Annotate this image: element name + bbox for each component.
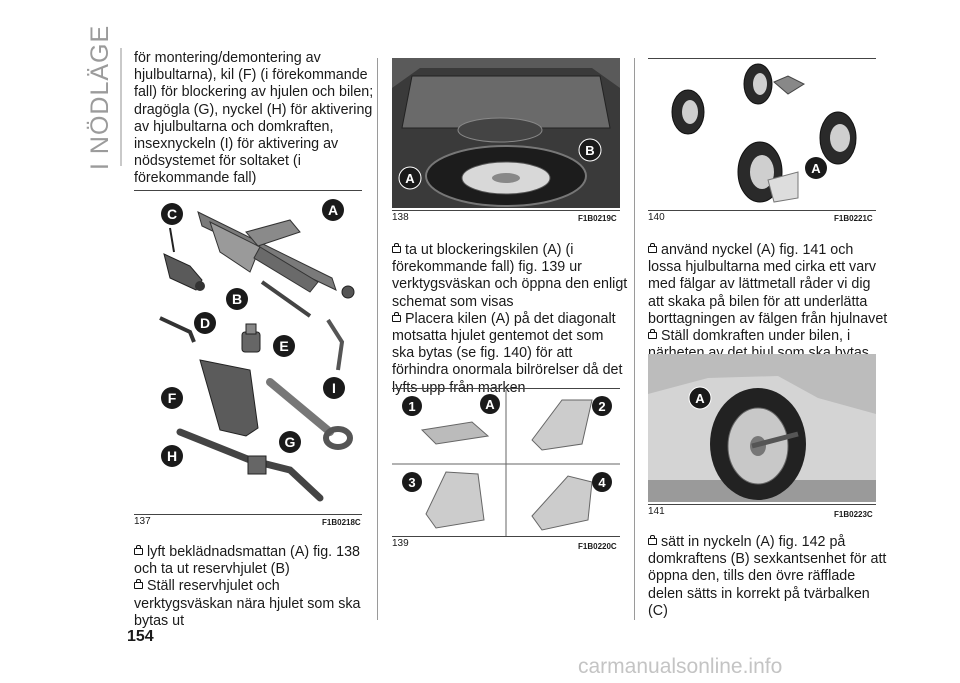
figure-138-code: F1B0219C xyxy=(578,214,617,223)
car-icon xyxy=(392,243,401,253)
figure-139-bottom-rule xyxy=(392,536,620,537)
figure-138-bottom-rule xyxy=(392,210,620,211)
label-a: A xyxy=(485,397,495,412)
figure-140-bottom-rule xyxy=(648,210,876,211)
figure-139-number: 139 xyxy=(392,538,409,549)
figure-139-wedge-steps: 1 A 2 3 4 xyxy=(392,390,620,536)
column-divider-2 xyxy=(634,58,635,620)
screwdriver-illustration xyxy=(260,280,312,318)
watermark: carmanualsonline.info xyxy=(578,655,783,678)
label-e: E xyxy=(279,338,288,354)
column-1: för montering/demontering av hjulbultarn… xyxy=(134,50,374,188)
column-1-steps: lyft beklädnadsmattan (A) fig. 138 och t… xyxy=(134,544,374,630)
car-icon xyxy=(648,535,657,545)
section-title-text: I NÖDLÄGE xyxy=(86,24,114,170)
bolt-illustration xyxy=(241,323,261,353)
section-title: I NÖDLÄGE xyxy=(82,25,114,172)
label-d: D xyxy=(200,315,210,331)
wheel-wrench-illustration xyxy=(176,428,324,502)
figure-141-wrench-on-wheel: A xyxy=(648,354,876,502)
figure-139-code: F1B0220C xyxy=(578,542,617,551)
figure-139-top-rule xyxy=(392,388,620,389)
col3-step-3: sätt in nyckeln (A) fig. 142 på domkraft… xyxy=(648,534,887,619)
figure-140-number: 140 xyxy=(648,212,665,223)
page-number: 154 xyxy=(127,628,154,645)
step-number-1: 1 xyxy=(408,399,415,414)
step-number-3: 3 xyxy=(408,475,415,490)
col2-step-1: ta ut blockeringskilen (A) (i förekomman… xyxy=(392,242,628,310)
label-a: A xyxy=(811,161,821,176)
label-c: C xyxy=(167,206,177,222)
allen-key-illustration xyxy=(326,318,345,371)
label-a: A xyxy=(405,171,415,186)
column-2-steps: ta ut blockeringskilen (A) (i förekomman… xyxy=(392,242,628,397)
label-g: G xyxy=(285,434,296,450)
figure-137-number: 137 xyxy=(134,516,151,527)
figure-140-wheels: A xyxy=(648,62,876,208)
section-rule xyxy=(120,48,122,166)
label-i: I xyxy=(332,380,336,396)
figure-137-bottom-rule xyxy=(134,514,362,515)
column-3-steps-bottom: sätt in nyckeln (A) fig. 142 på domkraft… xyxy=(648,534,888,620)
figure-138-number: 138 xyxy=(392,212,409,223)
car-icon xyxy=(648,329,657,340)
column-divider-1 xyxy=(377,58,378,620)
car-icon xyxy=(392,311,401,322)
label-a: A xyxy=(695,391,705,406)
figure-141-number: 141 xyxy=(648,506,665,517)
label-h: H xyxy=(167,448,177,464)
col1-step-1: lyft beklädnadsmattan (A) fig. 138 och t… xyxy=(134,544,360,578)
socket-adapter-illustration xyxy=(163,227,205,291)
figure-137-code: F1B0218C xyxy=(322,518,361,527)
figure-138-spare-wheel: A B xyxy=(392,58,620,208)
label-b: B xyxy=(585,143,594,158)
hex-key-illustration xyxy=(159,316,196,343)
col1-step-2: Ställ reservhjulet och verktygsväskan nä… xyxy=(134,578,361,629)
label-b: B xyxy=(232,291,242,307)
figure-140-top-rule xyxy=(648,58,876,59)
figure-137-top-rule xyxy=(134,190,362,191)
col3-step-1: använd nyckel (A) fig. 141 och lossa hju… xyxy=(648,242,888,327)
col1-intro: för montering/demontering av hjulbultarn… xyxy=(134,50,374,187)
wedge-illustration xyxy=(199,359,259,437)
car-icon xyxy=(648,243,657,253)
figure-141-bottom-rule xyxy=(648,504,876,505)
label-f: F xyxy=(168,390,177,406)
car-icon xyxy=(134,545,143,555)
label-a: A xyxy=(328,202,338,218)
step-number-2: 2 xyxy=(598,399,605,414)
step-number-4: 4 xyxy=(598,475,606,490)
figure-141-code: F1B0223C xyxy=(834,510,873,519)
jack-illustration xyxy=(197,211,355,299)
car-icon xyxy=(134,579,143,590)
towing-eye-illustration xyxy=(266,378,353,450)
col2-step-2: Placera kilen (A) på det diagonalt motsa… xyxy=(392,310,623,396)
figure-137-tools: A B C D E F G H I xyxy=(150,192,365,512)
figure-140-code: F1B0221C xyxy=(834,214,873,223)
